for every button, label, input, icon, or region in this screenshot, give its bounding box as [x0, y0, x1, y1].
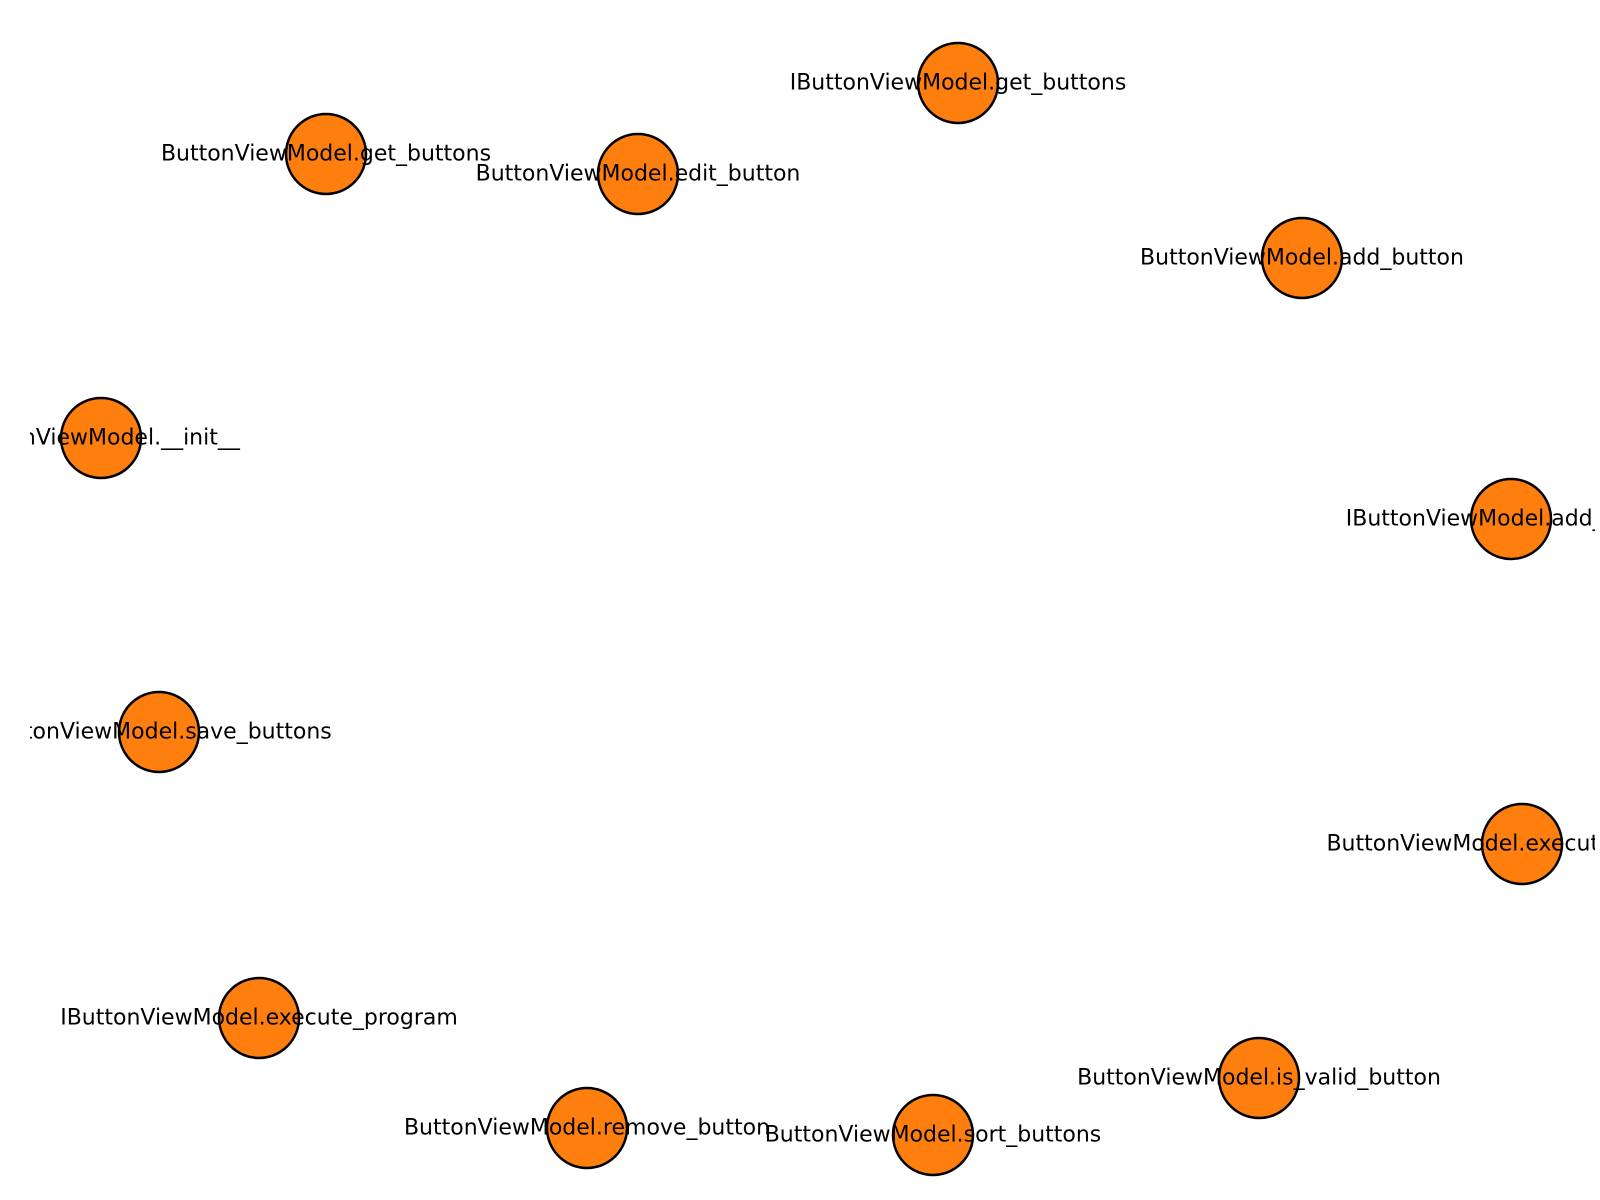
node-circle [1260, 216, 1344, 300]
graph-node-ibuttonviewmodel-get-buttons: IButtonViewModel.get_buttons [790, 41, 1127, 125]
node-label: ButtonViewModel.save_buttons [0, 720, 332, 745]
graph-node-ibuttonviewmodel-execute-program: IButtonViewModel.execute_program [60, 976, 458, 1060]
node-label: IButtonViewModel.execute_program [60, 1006, 458, 1031]
node-label: IButtonViewModel.add_button [1346, 507, 1600, 532]
node-circle [59, 396, 143, 480]
graph-node-buttonviewmodel-sort-buttons: ButtonViewModel.sort_buttons [765, 1093, 1102, 1177]
node-circle [596, 132, 680, 216]
node-label: ButtonViewModel.sort_buttons [765, 1123, 1102, 1148]
graph-node-buttonviewmodel-execute-program: ButtonViewModel.execute_program [1326, 802, 1600, 886]
graph-node-buttonviewmodel-init: ButtonViewModel.__init__ [0, 396, 241, 480]
graph-node-buttonviewmodel-edit-button: ButtonViewModel.edit_button [476, 132, 801, 216]
node-label: ButtonViewModel.is_valid_button [1077, 1066, 1441, 1091]
node-circle [916, 41, 1000, 125]
node-circle [545, 1086, 629, 1170]
node-label: ButtonViewModel.get_buttons [161, 142, 491, 167]
node-circle [1217, 1036, 1301, 1120]
graph-node-buttonviewmodel-get-buttons: ButtonViewModel.get_buttons [161, 112, 491, 196]
node-circle [1480, 802, 1564, 886]
node-circle [891, 1093, 975, 1177]
graph-node-buttonviewmodel-is-valid-button: ButtonViewModel.is_valid_button [1077, 1036, 1441, 1120]
graph-node-ibuttonviewmodel-add-button: IButtonViewModel.add_button [1346, 477, 1600, 561]
node-label: ButtonViewModel.add_button [1140, 246, 1464, 271]
node-label: ButtonViewModel.edit_button [476, 162, 801, 187]
node-circle [117, 690, 201, 774]
graph-node-buttonviewmodel-add-button: ButtonViewModel.add_button [1140, 216, 1464, 300]
nodes-layer: IButtonViewModel.get_buttonsButtonViewMo… [0, 41, 1600, 1177]
graph-node-buttonviewmodel-save-buttons: ButtonViewModel.save_buttons [0, 690, 332, 774]
node-circle [1469, 477, 1553, 561]
node-label: ButtonViewModel.remove_button [404, 1116, 770, 1141]
node-label: ButtonViewModel.execute_program [1326, 832, 1600, 857]
node-circle [217, 976, 301, 1060]
node-circle [284, 112, 368, 196]
graph-node-buttonviewmodel-remove-button: ButtonViewModel.remove_button [404, 1086, 770, 1170]
node-label: IButtonViewModel.get_buttons [790, 71, 1127, 96]
node-label: ButtonViewModel.__init__ [0, 426, 241, 451]
